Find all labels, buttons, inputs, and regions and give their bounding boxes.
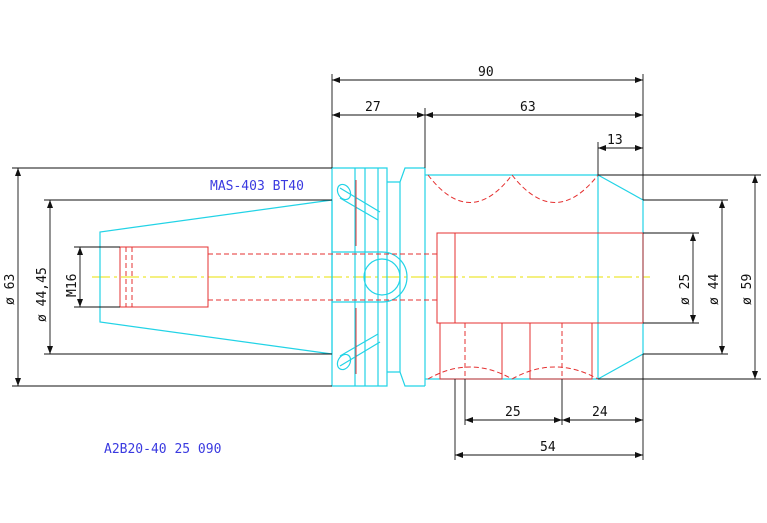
dimension-13: 13 [597,133,643,175]
dim-13-text: 13 [607,133,623,148]
dimension-dia-63: ø 63 [3,167,332,387]
dimension-24: 24 [562,405,643,421]
dim-25-len-text: 25 [505,405,521,420]
coolant-screw-bottom [336,308,381,374]
dim-27-text: 27 [365,100,381,115]
dim-m16-text: M16 [65,274,80,297]
dim-63-text: 63 [520,100,536,115]
coolant-screw-top [336,180,381,246]
dim-24-text: 24 [592,405,608,420]
flange-outline [331,167,426,387]
standard-label: MAS-403 BT40 [210,179,304,194]
dim-dia59-text: ø 59 [740,274,755,305]
dimension-arrowheads [15,77,758,458]
dim-dia25-text: ø 25 [678,274,693,305]
dim-54-text: 54 [540,440,556,455]
dimension-54: 54 [454,354,644,460]
dimension-dia-4445: ø 44,45 [35,199,332,355]
dimension-90: 90 [331,65,644,200]
part-number-label: A2B20-40 25 090 [104,442,221,457]
dimension-25-length: 25 [464,379,563,425]
dim-90-text: 90 [478,65,494,80]
dimension-dia-25: ø 25 [643,232,699,324]
dimension-m16: M16 [65,246,120,308]
dim-dia4445-text: ø 44,45 [35,267,50,322]
dimension-dia-59: ø 59 [598,174,761,380]
hidden-geometry [119,174,644,380]
dim-dia44-text: ø 44 [707,274,722,305]
dim-dia63-text: ø 63 [3,274,18,305]
dimension-dia-44: ø 44 [643,199,728,355]
dimension-27: 27 [332,100,426,168]
dimension-63: 63 [425,100,643,116]
